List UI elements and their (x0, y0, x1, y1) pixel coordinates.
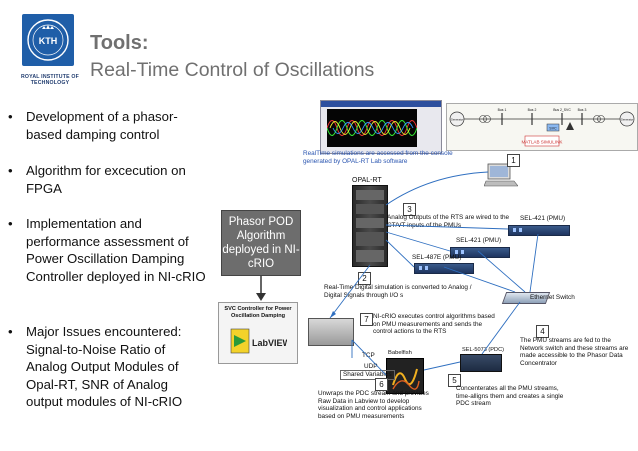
ethernet-switch-label: Ethernet Switch (530, 294, 575, 301)
step-number: 1 (507, 154, 520, 167)
down-arrow-icon (256, 276, 266, 301)
kth-logo: KTH (22, 14, 74, 66)
page-title: Tools: (90, 32, 149, 54)
bullet-item: •Implementation and performance assessme… (8, 216, 206, 284)
babelfish-screen (386, 358, 424, 394)
opal-rt-rack (352, 185, 388, 267)
console-caption: RealTime simulations are accessed from t… (303, 150, 453, 165)
step-number: 7 (360, 313, 373, 326)
svg-text:KTH: KTH (39, 36, 58, 46)
svg-text:LabVIEW: LabVIEW (252, 338, 287, 348)
step7-text: NI-cRIO executes control algorithms base… (373, 313, 495, 336)
step6-text: Unwraps the PDC stream and provides Raw … (318, 390, 429, 420)
grid-bus2-svc: Bus 2_SVC (553, 108, 571, 112)
oscilloscope-waveform (327, 109, 417, 147)
grid-bus2: Bus 2 (528, 108, 537, 112)
computer-icon (484, 163, 518, 187)
grid-bus1: Bus 1 (498, 108, 507, 112)
step4-text: The PMU streams are fed to the Network s… (520, 337, 629, 367)
labview-logo: LabVIEW (230, 328, 287, 354)
step-number: 5 (448, 374, 461, 387)
tcp-label: TCP (362, 352, 375, 359)
bullet-item: •Major Issues encountered: Signal-to-Noi… (8, 324, 183, 410)
step3-text: Analog Outputs of the RTS are wired to t… (387, 214, 510, 229)
bullet-item: •Algorithm for excecution on FPGA (8, 163, 186, 196)
pdc-device (460, 354, 502, 372)
svc-controller-box: SVC Controller for Power Oscillation Dam… (218, 302, 298, 364)
step2-text: Real-Time Digital simulation is converte… (324, 284, 472, 299)
ni-crio-device (308, 318, 354, 346)
grid-svc: SVC (549, 127, 557, 131)
grid-bus3: Bus 3 (578, 108, 587, 112)
step-number: 4 (536, 325, 549, 338)
pmu1-label: SEL-421 (PMU) (520, 215, 566, 222)
bullet-item: •Development of a phasor-based damping c… (8, 109, 178, 142)
opal-rt-label: OPAL-RT (352, 177, 382, 184)
pmu3-device (414, 263, 474, 274)
grid-gen-right: Generator (621, 118, 634, 122)
step-number: 6 (375, 378, 388, 391)
step5-text: Concenterates all the PMU streams, time-… (456, 385, 564, 408)
power-grid-diagram: MATLAB SIMULINK Generator Generator Bus … (446, 103, 638, 151)
crest-icon: KTH (27, 19, 69, 61)
pmu1-device (508, 225, 570, 236)
institute-name: ROYAL INSTITUTE OF TECHNOLOGY (20, 74, 80, 86)
page-subtitle: Real-Time Control of Oscillations (90, 59, 375, 81)
pmu3-label: SEL-487E (PMU) (412, 254, 462, 261)
babelfish-label: Babelfish (388, 350, 412, 356)
matlab-logo-text: MATLAB SIMULINK (521, 140, 563, 145)
pod-algorithm-box: Phasor POD Algorithm deployed in NI-cRIO (221, 210, 301, 276)
svc-controller-title: SVC Controller for Power Oscillation Dam… (224, 306, 292, 319)
pmu2-label: SEL-421 (PMU) (456, 237, 502, 244)
grid-gen-left: Generator (451, 118, 464, 122)
